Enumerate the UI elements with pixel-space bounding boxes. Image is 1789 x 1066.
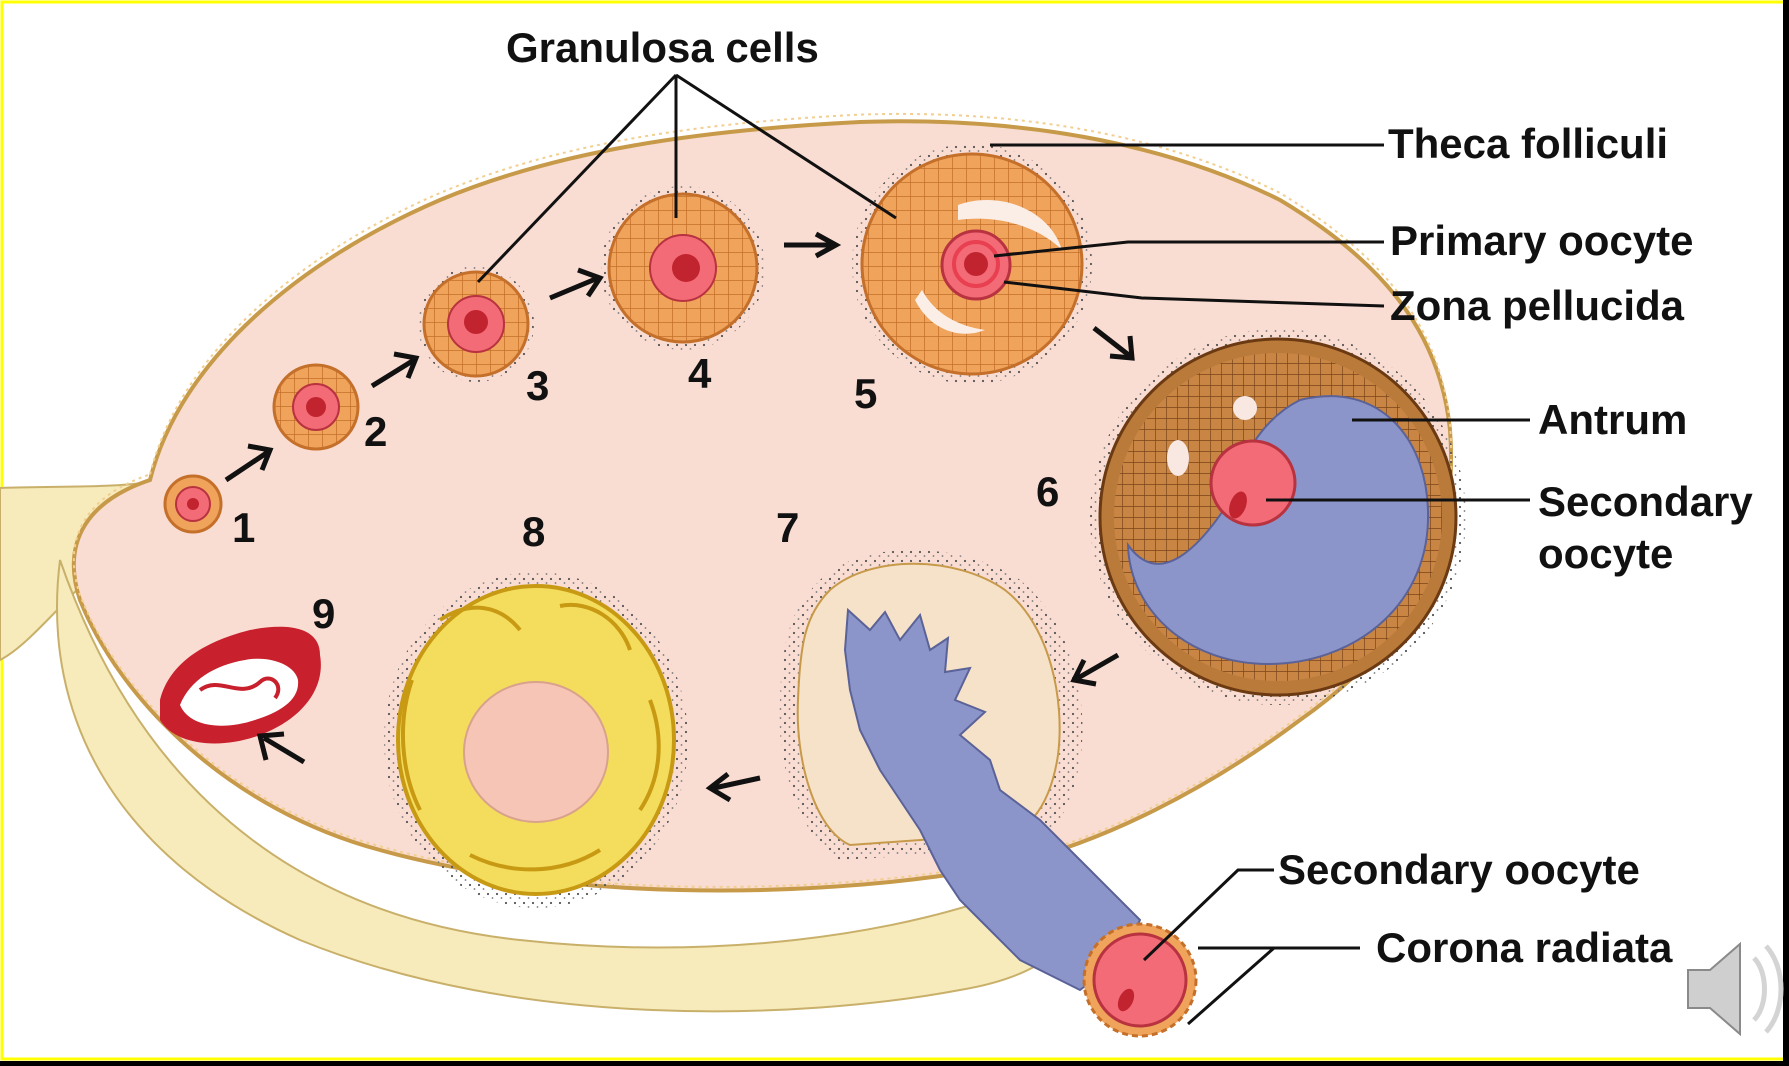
- follicle-stage-1: [165, 476, 221, 532]
- stage-number-7: 7: [776, 504, 799, 551]
- stage-number-5: 5: [854, 370, 877, 417]
- stage-number-1: 1: [232, 504, 255, 551]
- label-zona-pellucida: Zona pellucida: [1390, 282, 1685, 329]
- stage-number-6: 6: [1036, 468, 1059, 515]
- ovulated-oocyte: [1084, 924, 1196, 1036]
- label-primary-oocyte: Primary oocyte: [1390, 217, 1693, 264]
- follicle-stage-5: [852, 144, 1092, 384]
- follicle-stage-2: [274, 365, 358, 449]
- label-secondary-oocyte-line1: Secondary: [1538, 478, 1753, 525]
- corpus-luteum-stage-8: [384, 572, 688, 908]
- label-secondary-oocyte-line2: oocyte: [1538, 530, 1673, 577]
- follicle-stage-6: [1090, 329, 1466, 705]
- stage-number-2: 2: [364, 408, 387, 455]
- label-corona-radiata: Corona radiata: [1376, 924, 1673, 971]
- right-edge-strip: [1783, 0, 1789, 1061]
- label-secondary-oocyte-bottom: Secondary oocyte: [1278, 846, 1640, 893]
- follicle-stage-3: [418, 266, 534, 382]
- stage-number-8: 8: [522, 508, 545, 555]
- follicle-stage-4: [601, 186, 765, 350]
- stage-number-3: 3: [526, 362, 549, 409]
- label-granulosa-cells: Granulosa cells: [506, 24, 819, 71]
- label-antrum: Antrum: [1538, 396, 1687, 443]
- stage-number-4: 4: [688, 350, 712, 397]
- label-theca-folliculi: Theca folliculi: [1388, 120, 1668, 167]
- stage-number-9: 9: [312, 590, 335, 637]
